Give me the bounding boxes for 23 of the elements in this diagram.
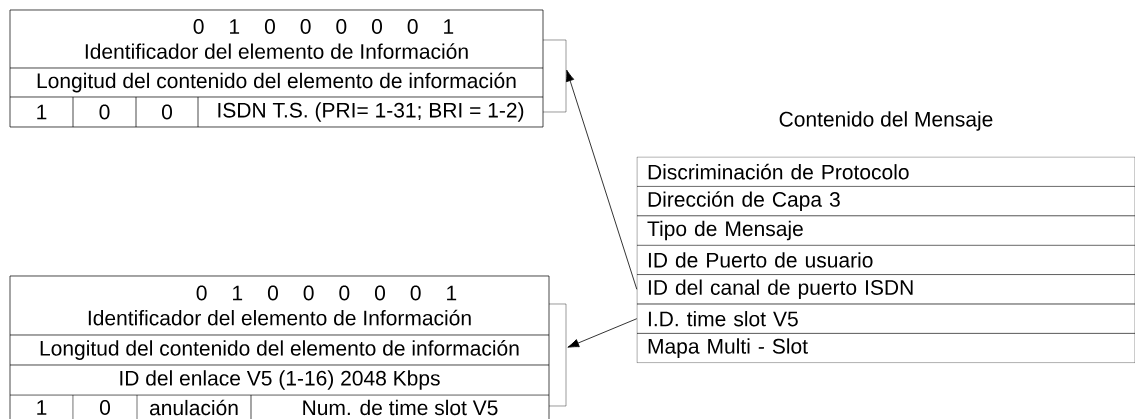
table-cell: ISDN T.S. (PRI= 1-31; BRI = 1-2)	[197, 96, 544, 128]
table-cell: Longitud del contenido del elemento de información	[9, 67, 544, 98]
table-row: ID del canal de puerto ISDN	[636, 274, 1135, 305]
table-cell: 1	[9, 96, 74, 128]
table-row: Dirección de Capa 3	[636, 186, 1135, 216]
table-title: Contenido del Mensaje	[779, 111, 993, 131]
table-cell: anulación	[136, 394, 252, 419]
table-cell: 0	[72, 394, 138, 419]
arrow	[566, 69, 638, 290]
table-row: Tipo de Mensaje	[636, 215, 1135, 246]
table-cell: 1	[9, 394, 74, 419]
table-cell: ID del enlace V5 (1-16) 2048 Kbps	[9, 364, 550, 396]
table-row: I.D. time slot V5	[636, 303, 1135, 334]
table-cell: 0	[72, 96, 137, 128]
table-cell: Longitud del contenido del elemento de información	[9, 334, 550, 366]
table-cell: 0 1 0 0 0 0 0 1 Identificador del elemento de Información	[9, 275, 550, 336]
table-cell: 0	[135, 96, 199, 128]
table-row: ID de Puerto de usuario	[636, 245, 1135, 275]
table-cell: 0 1 0 0 0 0 0 1 Identificador del elemento de Información	[9, 9, 544, 69]
arrow	[567, 318, 638, 348]
table-row: Mapa Multi - Slot	[636, 333, 1135, 363]
table-row: Discriminación de Protocolo	[636, 156, 1135, 187]
table-cell: Num. de time slot V5	[250, 394, 550, 419]
